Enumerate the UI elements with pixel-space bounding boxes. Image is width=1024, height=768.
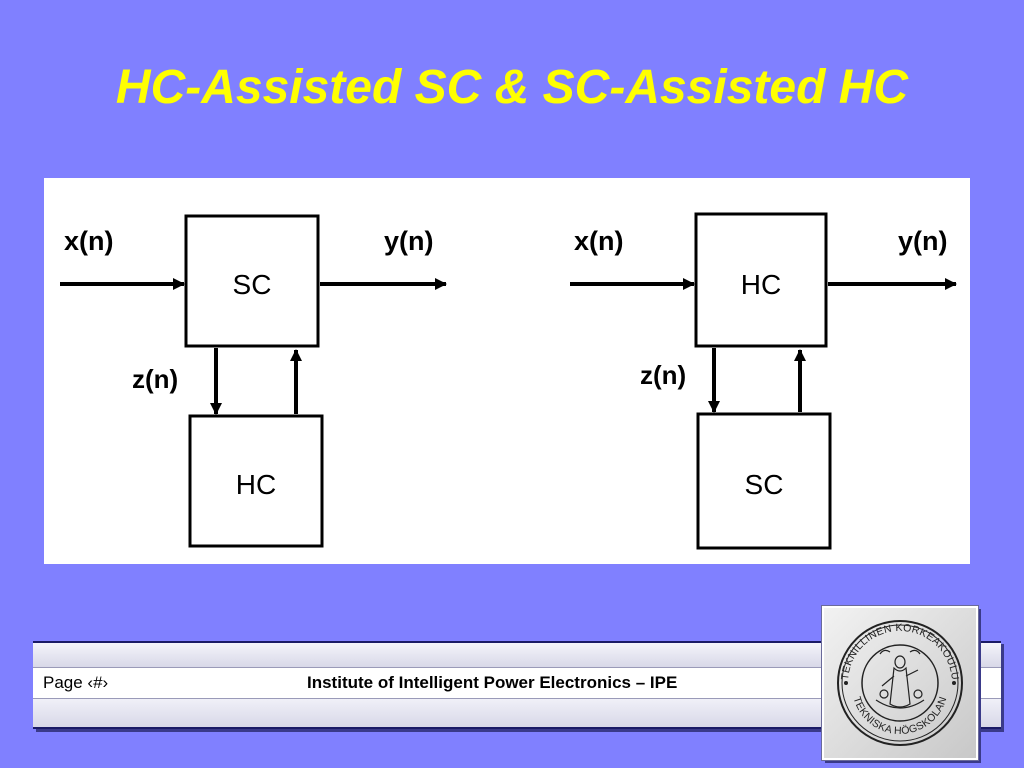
left-feedback-label: z(n): [132, 364, 178, 394]
seal-ring-bottom: TEKNISKA HÖGSKOLAN: [851, 695, 950, 737]
left-diagram: x(n) SC y(n) z(n) HC: [60, 214, 447, 548]
right-bottom-block: [696, 412, 832, 550]
right-diagram: x(n) HC y(n) z(n) SC: [570, 212, 957, 550]
block-diagram-panel: x(n) SC y(n) z(n) HC x(n) HC y(n): [44, 178, 970, 564]
svg-text:TEKNILLINEN KORKEAKOULU: TEKNILLINEN KORKEAKOULU: [839, 622, 961, 681]
university-seal-icon: TEKNILLINEN KORKEAKOULU TEKNISKA HÖGSKOL…: [837, 620, 963, 746]
right-top-block-label: HC: [741, 269, 781, 300]
institute-name: Institute of Intelligent Power Electroni…: [307, 673, 678, 692]
right-top-block: [694, 212, 828, 348]
left-bottom-block: [188, 414, 324, 548]
left-top-block: [184, 214, 320, 348]
page-number: Page ‹#›: [43, 673, 109, 692]
right-bottom-block-label: SC: [745, 469, 784, 500]
right-feedback-label: z(n): [640, 360, 686, 390]
right-input-label: x(n): [574, 226, 624, 256]
left-top-block-label: SC: [233, 269, 272, 300]
left-input-label: x(n): [64, 226, 114, 256]
slide-title: HC-Assisted SC & SC-Assisted HC: [115, 61, 909, 114]
svg-text:TEKNISKA HÖGSKOLAN: TEKNISKA HÖGSKOLAN: [851, 695, 950, 737]
left-output-label: y(n): [384, 226, 434, 256]
right-output-label: y(n): [898, 226, 948, 256]
left-bottom-block-label: HC: [236, 469, 276, 500]
block-diagrams: x(n) SC y(n) z(n) HC x(n) HC y(n): [60, 212, 957, 550]
logo-box: TEKNILLINEN KORKEAKOULU TEKNISKA HÖGSKOL…: [821, 605, 979, 761]
seal-ring-top: TEKNILLINEN KORKEAKOULU: [839, 622, 961, 681]
